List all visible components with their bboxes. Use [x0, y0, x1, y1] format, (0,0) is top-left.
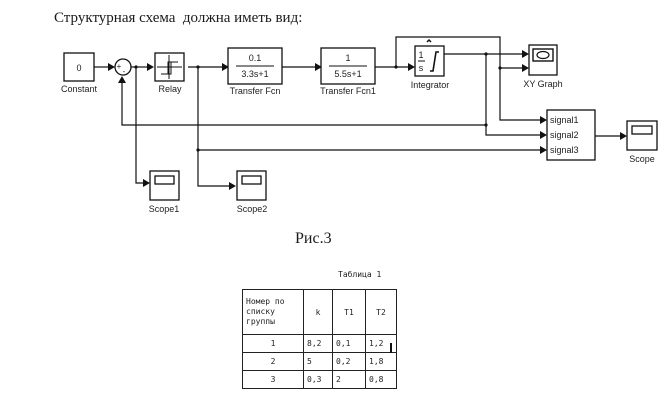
header-k: k: [303, 289, 333, 335]
arrow-head: [540, 131, 547, 139]
parameters-table: Номер по списку группы k T1 T2 1 8,2 0,1…: [242, 289, 397, 389]
wire-feedback: [121, 83, 486, 126]
xy-graph-block[interactable]: XY Graph: [523, 44, 563, 89]
wire-to-xy-input2: [395, 36, 522, 69]
relay-block[interactable]: Relay: [154, 52, 185, 94]
mux-input-signal3: signal3: [550, 145, 579, 155]
cell-t1: 0,1: [332, 334, 366, 353]
xy-graph-label: XY Graph: [523, 79, 562, 89]
tf1-numerator: 1: [345, 53, 350, 63]
sum-plus-sign: +: [117, 62, 122, 71]
cell-k: 8,2: [303, 334, 333, 353]
arrow-head: [222, 63, 229, 71]
text-cursor: [390, 343, 392, 353]
integrator-reset-port: [426, 38, 432, 43]
figure-caption: Рис.3: [295, 230, 332, 247]
cell-t1: 0,2: [332, 352, 366, 371]
wire-to-scope1: [135, 67, 143, 184]
cell-t1: 2: [332, 370, 366, 389]
mux-input-signal1: signal1: [550, 115, 579, 125]
scope-icon: [241, 175, 262, 185]
arrow-head: [408, 63, 415, 71]
table-row: 2 5 0,2 1,8: [242, 352, 397, 371]
integrator-denominator: s: [419, 63, 424, 73]
cell-t2: 1,8: [365, 352, 397, 371]
sum-block[interactable]: + -: [114, 58, 132, 76]
arrow-head: [620, 132, 627, 140]
arrow-head: [229, 182, 236, 190]
wires: [94, 36, 627, 190]
constant-label: Constant: [61, 84, 98, 94]
constant-block[interactable]: 0 Constant: [61, 52, 98, 94]
integrator-label: Integrator: [411, 80, 450, 90]
wire-to-scope2: [197, 67, 229, 187]
mux-input-signal2: signal2: [550, 130, 579, 140]
tf1-label: Transfer Fcn1: [320, 86, 376, 96]
transfer-fcn-block[interactable]: 0.1 3.3s+1 Transfer Fcn: [227, 47, 283, 96]
tf-denominator: 3.3s+1: [241, 69, 268, 79]
integrator-block[interactable]: 1 s Integrator: [411, 38, 450, 90]
wire-to-signal2: [485, 54, 540, 136]
relay-label: Relay: [158, 84, 182, 94]
table-title: Таблица 1: [338, 270, 382, 279]
header-t1: T1: [332, 289, 366, 335]
tf-label: Transfer Fcn: [230, 86, 281, 96]
scope1-label: Scope1: [149, 204, 180, 214]
tf-numerator: 0.1: [249, 53, 262, 63]
scope1-block[interactable]: Scope1: [149, 170, 180, 214]
integral-icon: [430, 51, 439, 72]
arrow-head: [540, 116, 547, 124]
wire-to-signal1: [499, 68, 540, 121]
scope2-block[interactable]: Scope2: [236, 170, 268, 214]
arrow-head: [522, 64, 529, 72]
cell-k: 0,3: [303, 370, 333, 389]
arrow-head: [147, 63, 154, 71]
arrow-head: [315, 63, 322, 71]
cell-group-number: 1: [242, 334, 304, 353]
arrow-head: [143, 179, 150, 187]
sum-minus-sign: -: [123, 67, 126, 76]
cell-group-number: 2: [242, 352, 304, 371]
scope-icon: [631, 125, 653, 135]
transfer-fcn1-block[interactable]: 1 5.5s+1 Transfer Fcn1: [320, 47, 376, 96]
arrow-head: [540, 146, 547, 154]
mux-block[interactable]: signal1 signal2 signal3: [546, 109, 596, 161]
scope-block[interactable]: Scope: [626, 120, 658, 164]
section-heading: Структурная схема должна иметь вид:: [54, 10, 303, 26]
simulink-block-diagram: 0 Constant + - Relay 0.1 3.3s+1 Transfer…: [61, 36, 658, 214]
xy-graph-icon: [536, 50, 550, 60]
table-row: 3 0,3 2 0,8: [242, 370, 397, 389]
constant-value: 0: [76, 63, 81, 73]
scope-icon: [154, 175, 175, 185]
integrator-numerator: 1: [418, 50, 423, 60]
table-header-row: Номер по списку группы k T1 T2: [242, 289, 397, 335]
scope-label: Scope: [629, 154, 655, 164]
cell-group-number: 3: [242, 370, 304, 389]
header-group-number: Номер по списку группы: [242, 289, 304, 335]
relay-icon: [157, 55, 182, 79]
header-t2: T2: [365, 289, 397, 335]
tf1-denominator: 5.5s+1: [334, 69, 361, 79]
cell-k: 5: [303, 352, 333, 371]
arrow-head: [118, 76, 126, 83]
arrow-head: [108, 63, 115, 71]
cell-t2: 0,8: [365, 370, 397, 389]
arrow-head: [522, 50, 529, 58]
table-row: 1 8,2 0,1 1,2: [242, 334, 397, 353]
scope2-label: Scope2: [237, 204, 268, 214]
